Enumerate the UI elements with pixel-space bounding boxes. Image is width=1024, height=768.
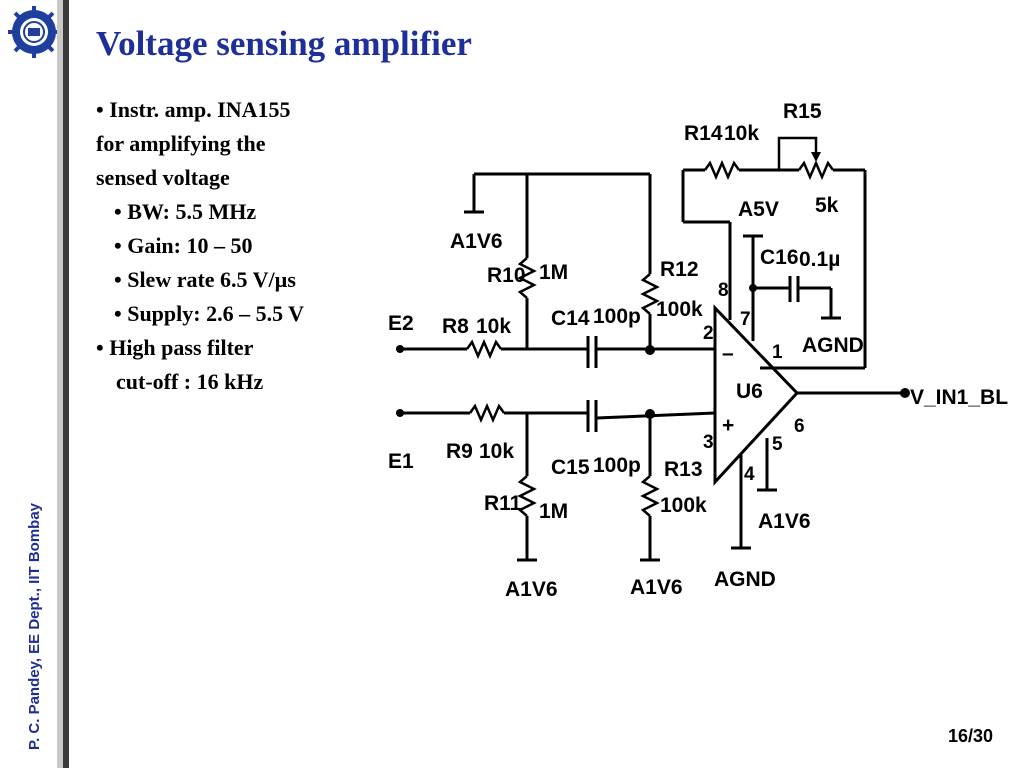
u6-opamp-symbol — [713, 304, 800, 486]
label-output: V_IN1_BL — [910, 386, 1008, 409]
label-r14-name: R14 — [684, 122, 723, 145]
label-r10-value: 1M — [539, 261, 568, 284]
label-a1v6-top: A1V6 — [450, 230, 503, 253]
label-r11-value: 1M — [539, 500, 568, 523]
label-pin-1: 1 — [772, 342, 783, 363]
label-r11-name: R11 — [484, 492, 522, 515]
page-number: 16/30 — [948, 726, 994, 746]
label-pin-6: 6 — [794, 416, 805, 437]
label-c14-name: C14 — [551, 307, 590, 330]
r8-resistor — [465, 338, 503, 360]
label-c15-value: 100p — [593, 454, 641, 477]
bullet-instr-amp-cont-2: sensed voltage — [96, 165, 230, 190]
label-agnd-bottom: AGND — [714, 568, 776, 591]
label-pin-2: 2 — [703, 323, 714, 344]
label-u6-name: U6 — [736, 380, 763, 403]
label-r9-value: 10k — [479, 440, 514, 463]
label-r12-value: 100k — [656, 298, 703, 321]
label-c16-name: C16 — [760, 246, 799, 269]
label-r15-value: 5k — [815, 194, 839, 217]
wire-c15-pin3 — [596, 411, 716, 420]
sidebar-bar-light — [57, 0, 63, 768]
sub-bullet-gain-text: Gain: 10 – 50 — [127, 233, 253, 258]
bullet-hpf-cont: cut-off : 16 kHz — [116, 369, 264, 394]
label-r9-name: R9 — [446, 440, 473, 463]
r15-resistor — [797, 159, 835, 181]
output-terminal — [900, 388, 910, 398]
label-c14-value: 100p — [593, 305, 641, 328]
sub-bullet-supply: • Supply: 2.6 – 5.5 V — [114, 301, 305, 326]
sidebar-bar-dark — [63, 0, 69, 768]
label-r14-value: 10k — [724, 122, 759, 145]
label-r12-name: R12 — [660, 258, 699, 281]
r10-resistor — [517, 257, 537, 299]
label-a1v6-r13: A1V6 — [630, 576, 683, 599]
label-u6-minus: – — [722, 342, 734, 365]
r15-wiper-arrow-icon — [811, 152, 821, 162]
label-a1v6-pin4: A1V6 — [758, 510, 811, 533]
r13-resistor — [640, 475, 660, 517]
bullet-list: • Instr. amp. INA155 for amplifying the … — [96, 93, 304, 399]
sub-bullet-bw-text: BW: 5.5 MHz — [127, 199, 257, 224]
r15-wiper — [777, 136, 818, 170]
label-pin-3: 3 — [703, 432, 714, 453]
r9-resistor — [468, 402, 506, 424]
label-pin-7: 7 — [740, 309, 751, 330]
label-pin-4: 4 — [744, 464, 755, 485]
r12-resistor — [640, 273, 660, 315]
sub-bullet-gain: • Gain: 10 – 50 — [114, 233, 253, 258]
label-c15-name: C15 — [551, 456, 590, 479]
sub-bullet-slew-text: Slew rate 6.5 V/µs — [127, 267, 296, 292]
label-e2: E2 — [388, 312, 414, 335]
label-pin-8: 8 — [718, 280, 729, 301]
bullet-hpf: • High pass filter — [96, 335, 254, 360]
sub-bullet-supply-text: Supply: 2.6 – 5.5 V — [127, 301, 305, 326]
sidebar: P. C. Pandey, EE Dept., IIT Bombay — [0, 0, 70, 768]
label-agnd-c16: AGND — [802, 334, 864, 357]
label-c16-value: 0.1µ — [799, 248, 840, 271]
label-a1v6-r11: A1V6 — [505, 578, 558, 601]
label-pin-5: 5 — [772, 434, 783, 455]
bullet-instr-amp-cont-1: for amplifying the — [96, 131, 266, 156]
label-r13-name: R13 — [664, 458, 703, 481]
r14-resistor — [703, 159, 741, 181]
slide-title: Voltage sensing amplifier — [96, 24, 472, 63]
label-r13-value: 100k — [660, 494, 707, 517]
junction-r12 — [645, 345, 655, 355]
label-e1: E1 — [388, 450, 414, 473]
label-r10-name: R10 — [487, 264, 526, 287]
label-r15-name: R15 — [783, 100, 822, 123]
label-u6-plus: + — [722, 414, 734, 437]
label-r8-value: 10k — [476, 315, 511, 338]
sub-bullet-bw: • BW: 5.5 MHz — [114, 199, 257, 224]
r11-resistor — [517, 475, 537, 517]
label-a5v: A5V — [738, 198, 779, 221]
bullet-instr-amp: • Instr. amp. INA155 — [96, 97, 291, 122]
label-r8-name: R8 — [442, 315, 469, 338]
iit-bombay-logo-icon — [8, 6, 60, 58]
sub-bullet-slew: • Slew rate 6.5 V/µs — [114, 267, 296, 292]
